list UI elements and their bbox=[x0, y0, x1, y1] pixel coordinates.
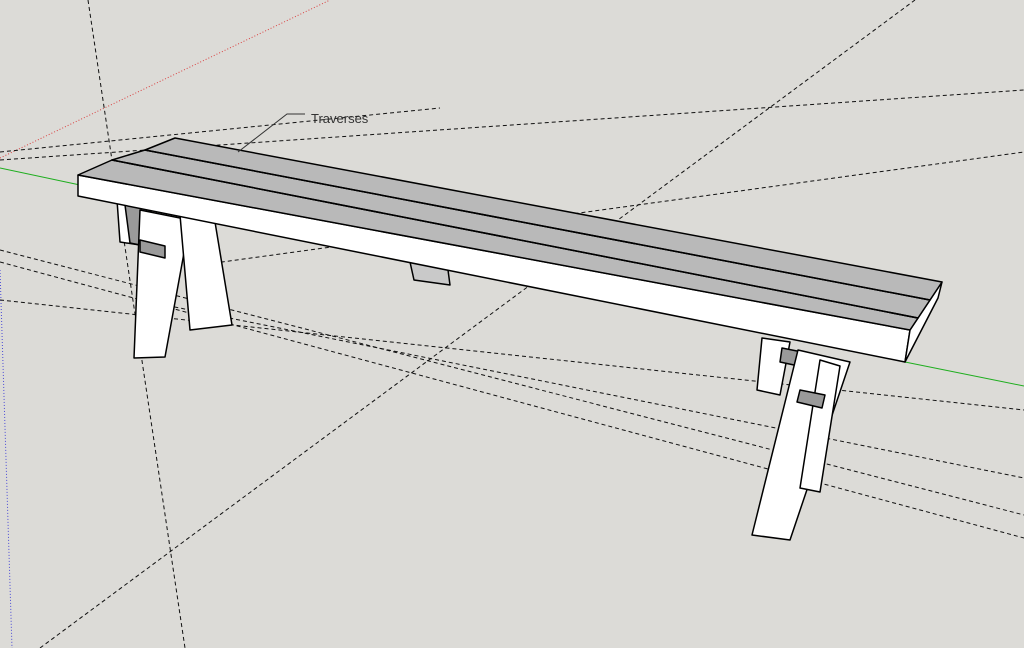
right-rear-leg[interactable] bbox=[756, 337, 791, 396]
green-axis-left bbox=[0, 167, 81, 186]
guide-line bbox=[199, 151, 1024, 266]
plank-joint bbox=[111, 159, 919, 319]
green-axis-right bbox=[904, 361, 1024, 387]
right-front-leg-b[interactable] bbox=[799, 359, 841, 493]
blue-axis bbox=[0, 269, 13, 648]
annotation-leader bbox=[237, 113, 305, 153]
bench-model[interactable] bbox=[77, 137, 943, 541]
traverses-label[interactable]: Traverses bbox=[311, 111, 369, 126]
traverses-annotation[interactable]: Traverses bbox=[237, 111, 369, 153]
seat-plank-middle[interactable] bbox=[111, 149, 931, 319]
left-leg-shadow bbox=[139, 239, 166, 259]
left-leg-assembly[interactable] bbox=[116, 199, 233, 359]
red-axis bbox=[0, 0, 331, 159]
guide-line bbox=[139, 299, 1024, 479]
guide-line bbox=[87, 0, 186, 648]
guide-line bbox=[0, 107, 441, 153]
plank-joint bbox=[144, 149, 931, 301]
right-leg-assembly[interactable] bbox=[751, 337, 851, 541]
right-leg-shadow bbox=[796, 389, 826, 409]
left-front-leg-b[interactable] bbox=[179, 214, 233, 331]
